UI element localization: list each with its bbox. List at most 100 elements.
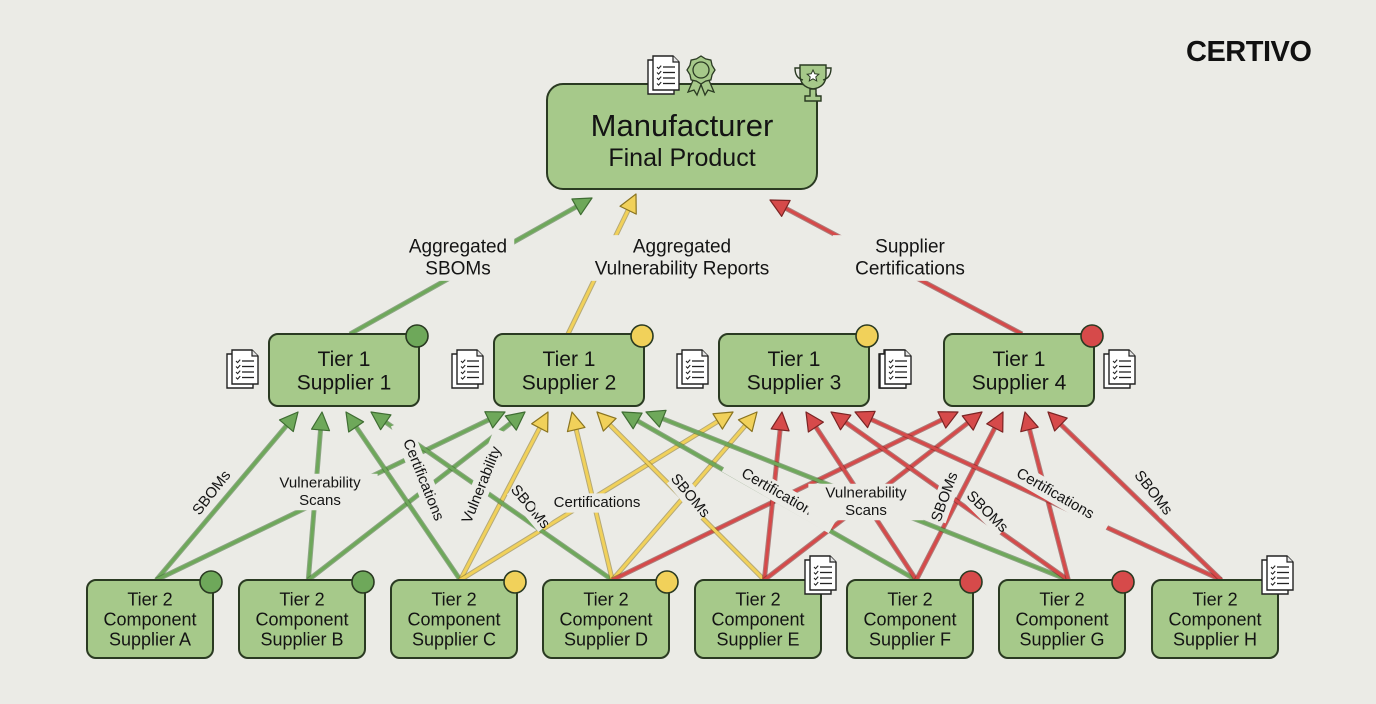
arrowhead-icon — [1020, 411, 1039, 433]
status-indicator-red — [1111, 570, 1135, 594]
node-label: Tier 2 — [583, 589, 628, 609]
edge-label-text: Certifications — [855, 258, 965, 279]
label-background — [401, 235, 515, 281]
edge-line — [155, 424, 288, 581]
arrowhead-icon — [805, 411, 825, 433]
arrowhead-icon — [737, 411, 758, 433]
edge-label-text: Scans — [845, 502, 887, 519]
edge-line — [762, 429, 782, 581]
arrowhead-icon — [961, 411, 983, 431]
document-checklist-icon — [647, 55, 680, 95]
node-label: Tier 2 — [431, 589, 476, 609]
label-background — [390, 419, 456, 541]
node-label: Component — [103, 609, 196, 629]
node-box[interactable] — [86, 579, 214, 659]
edge-label-text: Certifications — [554, 494, 641, 511]
arrowhead-icon — [619, 193, 637, 215]
edge-line — [844, 421, 1070, 582]
node-box[interactable] — [694, 579, 822, 659]
edge-line — [1059, 423, 1223, 582]
document-checklist-icon — [676, 349, 709, 389]
edge-label-text: Aggregated — [633, 237, 731, 258]
status-indicator-red — [959, 570, 983, 594]
status-indicator-yellow — [855, 324, 879, 348]
node-label: Supplier D — [564, 630, 648, 650]
node-label: Supplier H — [1173, 630, 1257, 650]
supply-edge-F-T4 — [914, 411, 1004, 582]
supply-edge-C-T1 — [345, 411, 463, 582]
trophy-icon — [794, 64, 832, 102]
arrowhead-icon — [310, 411, 331, 432]
node-label: Tier 2 — [127, 589, 172, 609]
node-label: Supplier 4 — [972, 371, 1067, 394]
node-label: Manufacturer — [591, 108, 774, 143]
status-indicator-green — [199, 570, 223, 594]
node-label: Component — [711, 609, 804, 629]
node-label: Supplier E — [716, 630, 799, 650]
arrowhead-icon — [712, 411, 734, 430]
node-box[interactable] — [238, 579, 366, 659]
node-box[interactable] — [943, 333, 1095, 407]
arrowhead-icon — [278, 411, 299, 433]
node-label: Supplier C — [412, 630, 496, 650]
node-label: Tier 2 — [1039, 589, 1084, 609]
arrowhead-icon — [645, 409, 667, 428]
status-indicator-yellow — [655, 570, 679, 594]
award-ribbon-icon — [686, 55, 716, 97]
arrowhead-icon — [531, 411, 549, 433]
arrowhead-icon — [937, 411, 959, 429]
label-background — [189, 467, 235, 519]
supply-edge-A-T1 — [154, 411, 299, 582]
node-box[interactable] — [493, 333, 645, 407]
node-label: Tier 1 — [768, 348, 821, 371]
supply-edge-D-T1 — [370, 411, 614, 583]
label-background — [808, 483, 924, 521]
edge-line — [384, 421, 614, 582]
node-box[interactable] — [998, 579, 1126, 659]
arrowhead-icon — [370, 411, 392, 431]
document-checklist-icon — [451, 349, 484, 389]
label-background — [568, 235, 796, 281]
status-indicator-green — [405, 324, 429, 348]
node-box[interactable] — [1151, 579, 1279, 659]
arrowhead-icon — [830, 411, 852, 431]
node-box[interactable] — [546, 83, 818, 190]
status-indicator-red — [1080, 324, 1104, 348]
arrowhead-icon — [621, 411, 643, 430]
node-label: Component — [255, 609, 348, 629]
supply-edge-G-T3 — [830, 411, 1070, 583]
node-box[interactable] — [390, 579, 518, 659]
label-background — [1130, 467, 1176, 519]
node-label: Supplier 1 — [297, 371, 392, 394]
edge-label-text: SBOMs — [667, 471, 713, 522]
node-box[interactable] — [846, 579, 974, 659]
node-box[interactable] — [268, 333, 420, 407]
node-label: Supplier 2 — [522, 371, 617, 394]
edge-line — [611, 424, 747, 581]
node-label: Final Product — [608, 144, 755, 172]
node-label: Supplier G — [1019, 630, 1104, 650]
certivo-logo: CERTIVO — [1186, 36, 1312, 68]
node-box[interactable] — [718, 333, 870, 407]
node-label: Tier 2 — [279, 589, 324, 609]
node-label: Component — [1015, 609, 1108, 629]
status-indicator-yellow — [630, 324, 654, 348]
edge-line — [1028, 429, 1070, 581]
node-box[interactable] — [542, 579, 670, 659]
node-label: Component — [407, 609, 500, 629]
edge-label-text: Vulnerability — [279, 475, 361, 492]
